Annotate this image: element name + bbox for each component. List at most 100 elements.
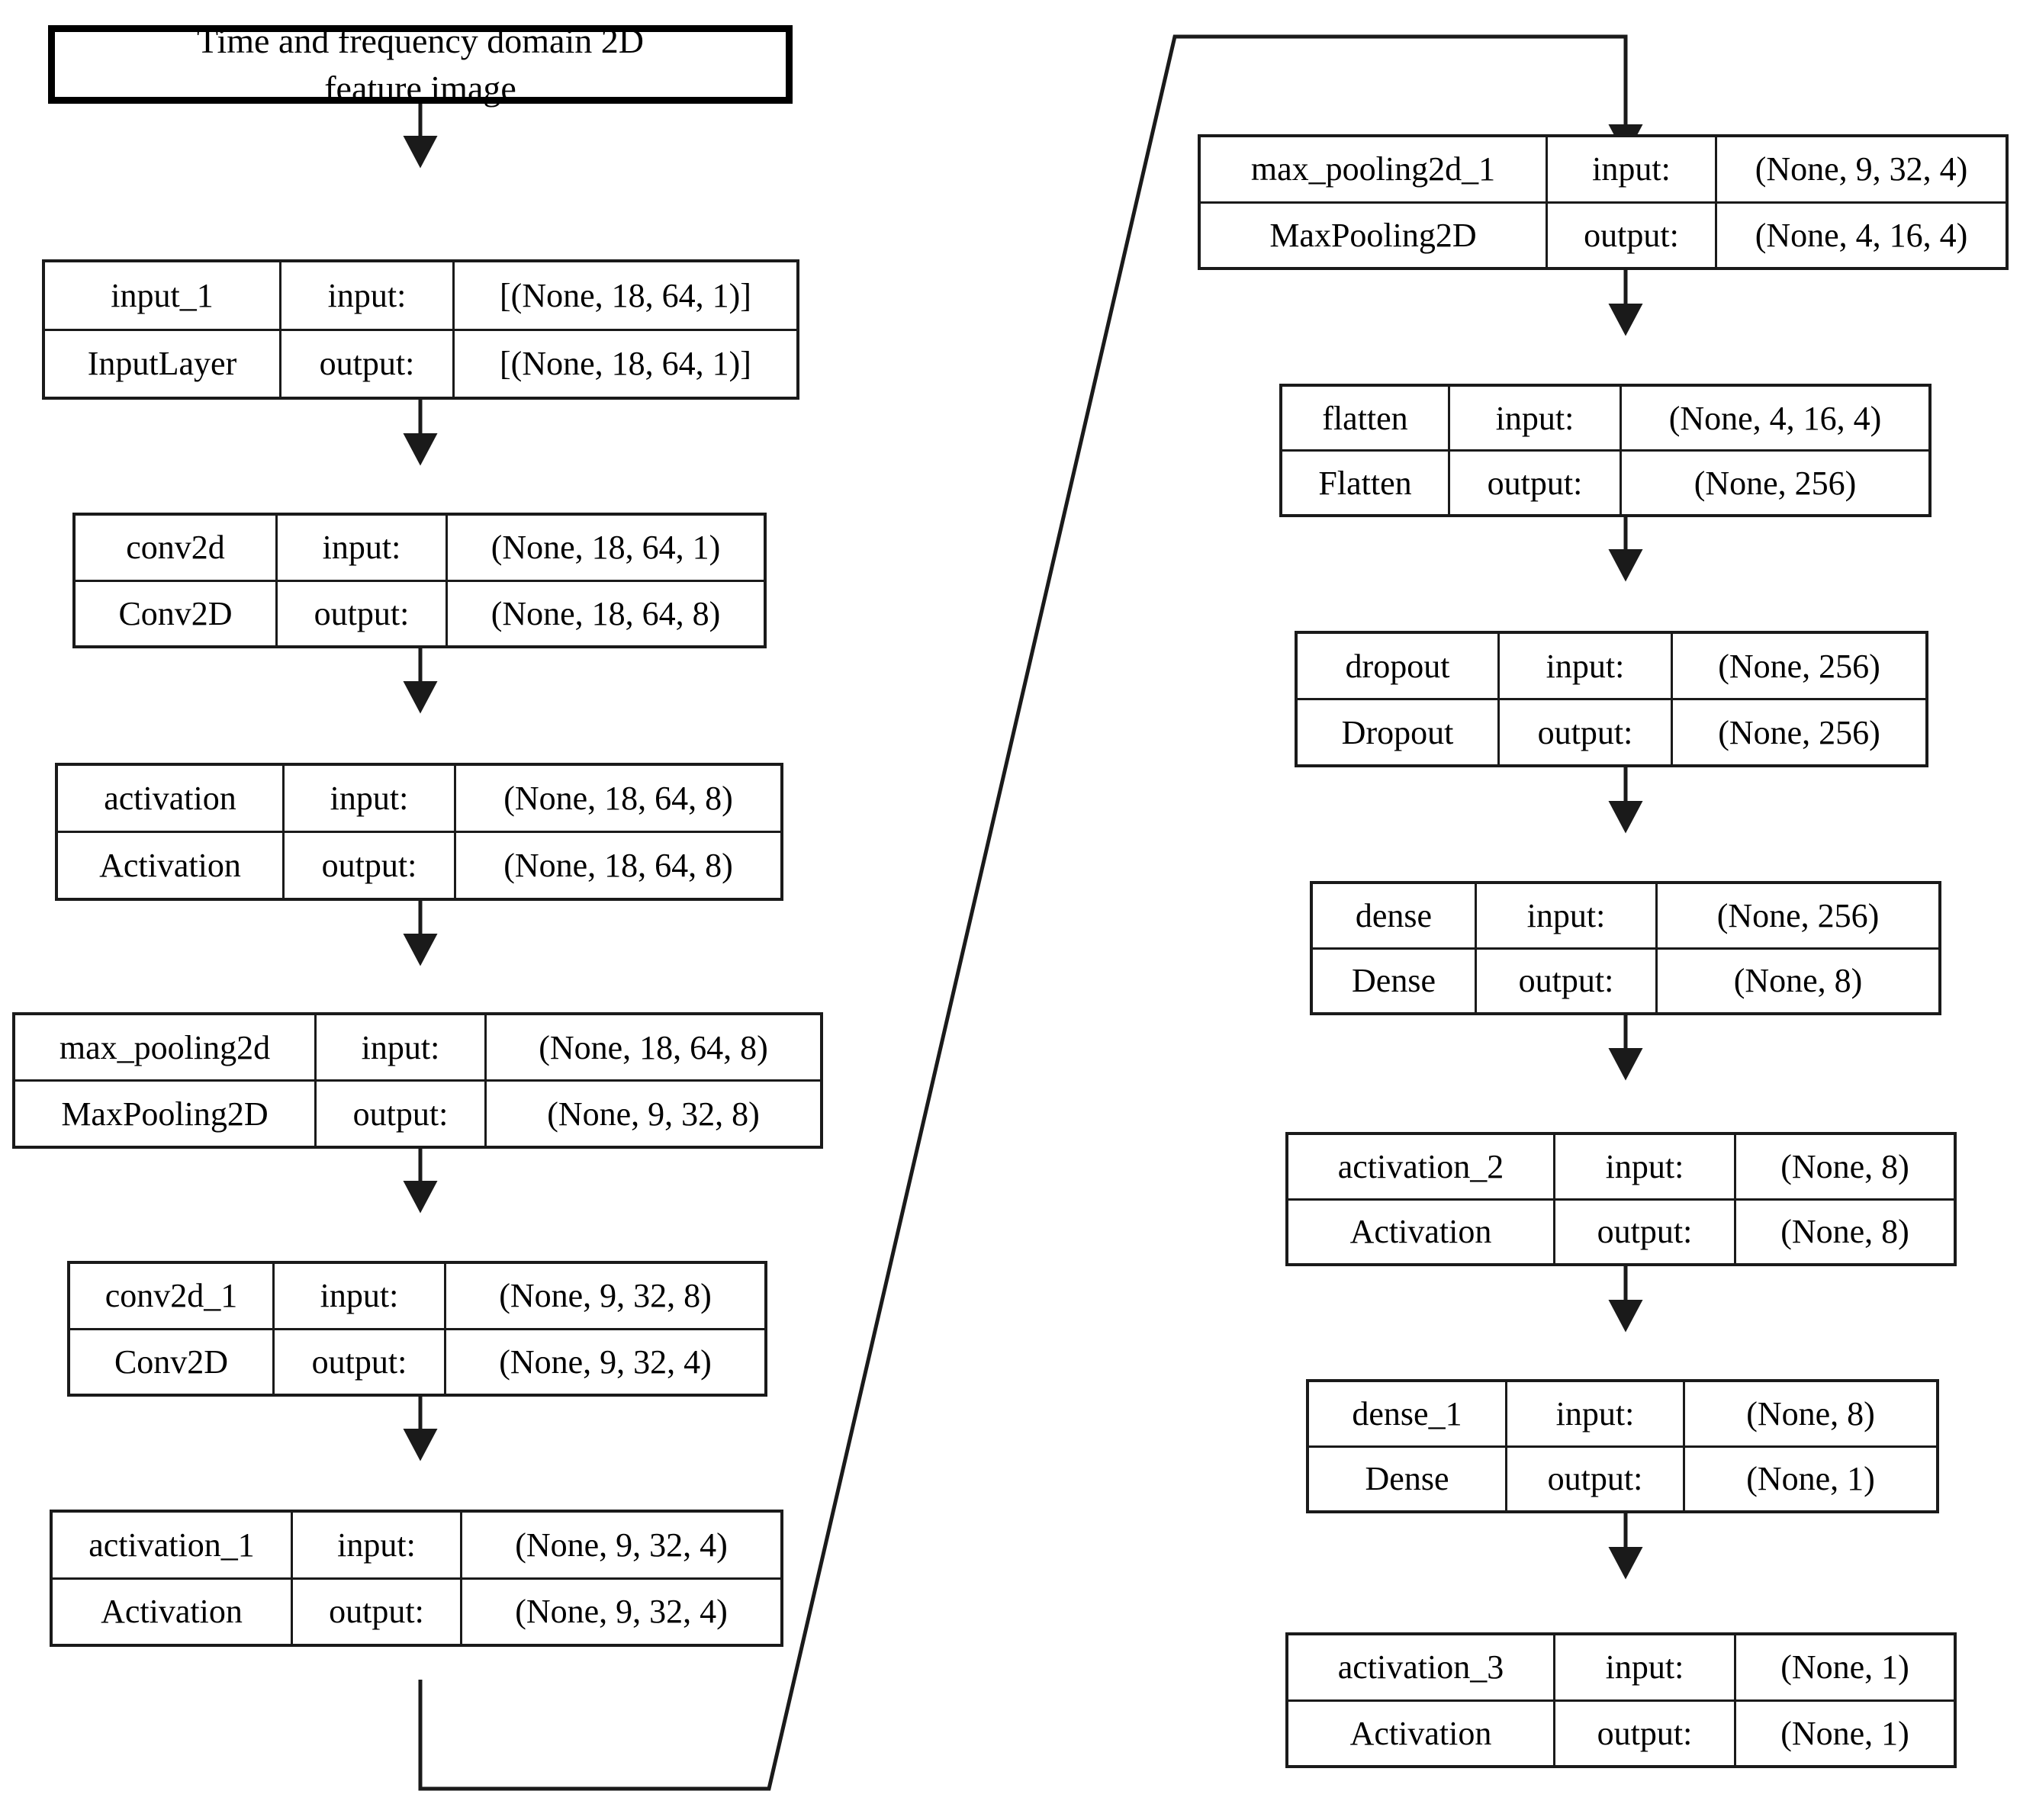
node-flatten-input-label: input: (1448, 387, 1622, 452)
node-flatten-output-shape: (None, 256) (1620, 449, 1928, 514)
node-dense-class: Dense (1313, 947, 1477, 1012)
node-dense-name: dense (1313, 884, 1477, 950)
node-flatten-input-shape: (None, 4, 16, 4) (1620, 387, 1928, 452)
node-activation-input-shape: (None, 18, 64, 8) (454, 766, 780, 833)
table-row: Activation output: (None, 8) (1288, 1198, 1954, 1263)
node-activation_2-output-label: output: (1553, 1198, 1736, 1263)
node-max_pooling2d-input-shape: (None, 18, 64, 8) (484, 1015, 820, 1082)
node-input_1[interactable]: input_1 input: [(None, 18, 64, 1)] Input… (42, 259, 799, 400)
node-activation_2-name: activation_2 (1288, 1135, 1555, 1201)
table-row: Activation output: (None, 18, 64, 8) (58, 831, 780, 898)
table-row: InputLayer output: [(None, 18, 64, 1)] (45, 328, 796, 397)
node-max_pooling2d_1-input-label: input: (1546, 137, 1717, 204)
node-activation-output-label: output: (282, 831, 456, 898)
table-row: activation_2 input: (None, 8) (1288, 1135, 1954, 1201)
node-flatten-class: Flatten (1282, 449, 1450, 514)
node-dropout-output-label: output: (1497, 698, 1673, 764)
table-row: conv2d_1 input: (None, 9, 32, 8) (70, 1264, 764, 1330)
table-row: activation_3 input: (None, 1) (1288, 1635, 1954, 1702)
table-row: input_1 input: [(None, 18, 64, 1)] (45, 262, 796, 331)
table-row: activation_1 input: (None, 9, 32, 4) (53, 1513, 780, 1580)
node-activation_3-output-shape: (None, 1) (1734, 1699, 1954, 1765)
node-flatten[interactable]: flatten input: (None, 4, 16, 4) Flatten … (1279, 384, 1932, 517)
node-activation_3-name: activation_3 (1288, 1635, 1555, 1702)
node-activation-output-shape: (None, 18, 64, 8) (454, 831, 780, 898)
node-conv2d-class: Conv2D (76, 579, 278, 645)
source-line-1: Time and frequency domain 2D (197, 21, 644, 60)
node-flatten-output-label: output: (1448, 449, 1622, 514)
node-max_pooling2d-output-label: output: (314, 1079, 487, 1146)
table-row: conv2d input: (None, 18, 64, 1) (76, 516, 764, 582)
node-dropout-name: dropout (1298, 634, 1500, 700)
node-activation_1[interactable]: activation_1 input: (None, 9, 32, 4) Act… (50, 1510, 783, 1647)
node-activation_3-output-label: output: (1553, 1699, 1736, 1765)
table-row: activation input: (None, 18, 64, 8) (58, 766, 780, 833)
node-activation_2[interactable]: activation_2 input: (None, 8) Activation… (1285, 1132, 1957, 1266)
node-flatten-name: flatten (1282, 387, 1450, 452)
node-max_pooling2d_1-class: MaxPooling2D (1201, 201, 1548, 267)
table-row: max_pooling2d input: (None, 18, 64, 8) (15, 1015, 820, 1082)
node-max_pooling2d_1-input-shape: (None, 9, 32, 4) (1715, 137, 2006, 204)
node-dense[interactable]: dense input: (None, 256) Dense output: (… (1310, 881, 1941, 1015)
node-activation-class: Activation (58, 831, 285, 898)
node-dense-input-label: input: (1475, 884, 1658, 950)
table-row: max_pooling2d_1 input: (None, 9, 32, 4) (1201, 137, 2006, 204)
node-input_1-input-label: input: (279, 262, 455, 331)
node-max_pooling2d-output-shape: (None, 9, 32, 8) (484, 1079, 820, 1146)
node-input_1-class: InputLayer (45, 328, 281, 397)
node-dense_1-name: dense_1 (1309, 1382, 1507, 1448)
node-max_pooling2d-class: MaxPooling2D (15, 1079, 317, 1146)
node-conv2d-name: conv2d (76, 516, 278, 582)
node-activation_2-output-shape: (None, 8) (1734, 1198, 1954, 1263)
node-input_1-input-shape: [(None, 18, 64, 1)] (452, 262, 796, 331)
node-input_1-name: input_1 (45, 262, 281, 331)
node-dense_1[interactable]: dense_1 input: (None, 8) Dense output: (… (1306, 1379, 1939, 1513)
node-activation_1-class: Activation (53, 1577, 293, 1644)
table-row: Activation output: (None, 1) (1288, 1699, 1954, 1765)
node-activation_3[interactable]: activation_3 input: (None, 1) Activation… (1285, 1632, 1957, 1768)
table-row: Dense output: (None, 8) (1313, 947, 1938, 1012)
node-activation_1-input-shape: (None, 9, 32, 4) (460, 1513, 780, 1580)
table-row: dropout input: (None, 256) (1298, 634, 1925, 700)
node-dropout-class: Dropout (1298, 698, 1500, 764)
node-max_pooling2d_1-output-shape: (None, 4, 16, 4) (1715, 201, 2006, 267)
node-activation[interactable]: activation input: (None, 18, 64, 8) Acti… (55, 763, 783, 901)
node-dense-output-shape: (None, 8) (1655, 947, 1938, 1012)
table-row: Conv2D output: (None, 9, 32, 4) (70, 1327, 764, 1394)
node-conv2d_1-output-label: output: (272, 1327, 446, 1394)
node-dense-input-shape: (None, 256) (1655, 884, 1938, 950)
node-dropout[interactable]: dropout input: (None, 256) Dropout outpu… (1295, 631, 1928, 767)
node-conv2d_1-name: conv2d_1 (70, 1264, 275, 1330)
node-activation_3-input-shape: (None, 1) (1734, 1635, 1954, 1702)
node-activation_3-class: Activation (1288, 1699, 1555, 1765)
edge-activation1-to-maxpool1 (418, 34, 1643, 1791)
node-conv2d-input-shape: (None, 18, 64, 1) (445, 516, 764, 582)
node-activation_1-output-shape: (None, 9, 32, 4) (460, 1577, 780, 1644)
table-row: Conv2D output: (None, 18, 64, 8) (76, 579, 764, 645)
node-activation_3-input-label: input: (1553, 1635, 1736, 1702)
node-max_pooling2d[interactable]: max_pooling2d input: (None, 18, 64, 8) M… (12, 1012, 823, 1149)
table-row: Dropout output: (None, 256) (1298, 698, 1925, 764)
node-conv2d[interactable]: conv2d input: (None, 18, 64, 1) Conv2D o… (72, 513, 767, 648)
source-feature-image-label: Time and frequency domain 2D feature ima… (183, 18, 658, 111)
node-activation_2-input-label: input: (1553, 1135, 1736, 1201)
node-activation_2-class: Activation (1288, 1198, 1555, 1263)
node-dense_1-input-label: input: (1505, 1382, 1685, 1448)
node-activation_1-output-label: output: (291, 1577, 462, 1644)
node-conv2d-output-shape: (None, 18, 64, 8) (445, 579, 764, 645)
node-activation_1-name: activation_1 (53, 1513, 293, 1580)
node-activation_2-input-shape: (None, 8) (1734, 1135, 1954, 1201)
node-dense_1-class: Dense (1309, 1445, 1507, 1510)
node-conv2d_1[interactable]: conv2d_1 input: (None, 9, 32, 8) Conv2D … (67, 1261, 767, 1397)
source-feature-image-box: Time and frequency domain 2D feature ima… (48, 21, 793, 108)
table-row: MaxPooling2D output: (None, 4, 16, 4) (1201, 201, 2006, 267)
table-row: Dense output: (None, 1) (1309, 1445, 1936, 1510)
table-row: MaxPooling2D output: (None, 9, 32, 8) (15, 1079, 820, 1146)
node-input_1-output-label: output: (279, 328, 455, 397)
node-max_pooling2d-name: max_pooling2d (15, 1015, 317, 1082)
node-max_pooling2d_1[interactable]: max_pooling2d_1 input: (None, 9, 32, 4) … (1198, 134, 2009, 270)
node-max_pooling2d-input-label: input: (314, 1015, 487, 1082)
node-dropout-output-shape: (None, 256) (1671, 698, 1925, 764)
